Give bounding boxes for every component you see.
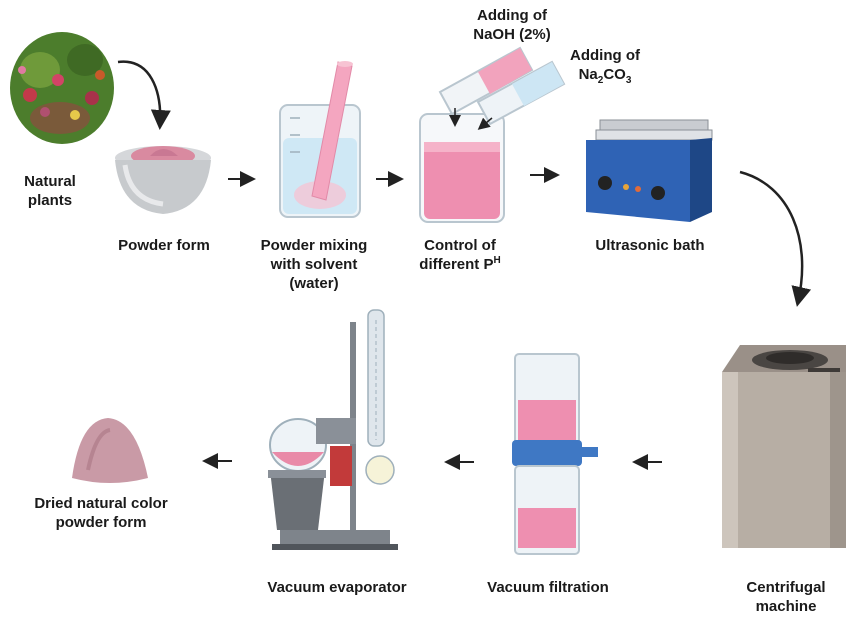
label-na2co3: Adding of Na2CO3 xyxy=(550,46,660,86)
vacuum-evaporator-image xyxy=(268,309,398,550)
label-line: Vacuum evaporator xyxy=(267,579,407,596)
dried-powder-image xyxy=(72,418,148,483)
label-powder-mixing: Powder mixing with solvent (water) xyxy=(242,236,386,293)
formula-subscript: 2 xyxy=(597,75,604,86)
mixing-beaker-image xyxy=(279,61,361,218)
label-dried-powder: Dried natural color powder form xyxy=(6,494,196,532)
label-line: powder form xyxy=(55,514,147,531)
na2co3-tube-image xyxy=(476,60,566,126)
label-ultrasonic-bath: Ultrasonic bath xyxy=(580,236,720,255)
formula-part: Na xyxy=(578,66,598,83)
ph-text: different P xyxy=(419,256,494,273)
drop-arrow-na2co3 xyxy=(477,117,493,130)
curved-arrow-plants xyxy=(117,60,171,130)
label-line: machine xyxy=(755,598,817,615)
label-line: NaOH (2%) xyxy=(473,26,551,43)
label-line: (water) xyxy=(289,275,339,292)
powder-bowl-image xyxy=(115,146,211,214)
label-vacuum-filtration: Vacuum filtration xyxy=(478,578,618,597)
label-line: Powder form xyxy=(118,237,210,254)
label-naoh: Adding of NaOH (2%) xyxy=(452,6,572,44)
ph-beaker-image xyxy=(419,113,505,223)
label-line: Dried natural color xyxy=(34,495,168,512)
label-line: Control of xyxy=(424,237,496,254)
formula-subscript: 3 xyxy=(625,75,632,86)
formula-part: CO xyxy=(603,66,626,83)
label-line: Vacuum filtration xyxy=(487,579,609,596)
label-natural-plants: Natural plants xyxy=(10,172,90,210)
label-line: Adding of xyxy=(570,47,640,64)
label-line: Centrifugal xyxy=(746,579,826,596)
label-line: Powder mixing xyxy=(260,237,368,254)
label-line: with solvent xyxy=(270,256,358,273)
label-line: Ultrasonic bath xyxy=(595,237,705,254)
vacuum-filtration-image xyxy=(512,353,598,555)
label-line: plants xyxy=(27,192,73,209)
label-powder-form: Powder form xyxy=(104,236,224,255)
label-line: Natural xyxy=(24,173,76,190)
centrifuge-image xyxy=(722,345,846,548)
label-line: different PH xyxy=(398,255,522,274)
ph-superscript: H xyxy=(493,255,501,266)
label-centrifugal: Centrifugal machine xyxy=(726,578,846,616)
curved-arrow-bath xyxy=(739,170,812,307)
natural-plants-image xyxy=(10,32,114,144)
ultrasonic-bath-image xyxy=(586,119,713,222)
label-line: Adding of xyxy=(477,7,547,24)
label-vacuum-evaporator: Vacuum evaporator xyxy=(252,578,422,597)
naoh-tube-image xyxy=(438,46,534,116)
label-line: Na2CO3 xyxy=(550,65,660,86)
label-control-ph: Control of different PH xyxy=(398,236,522,274)
